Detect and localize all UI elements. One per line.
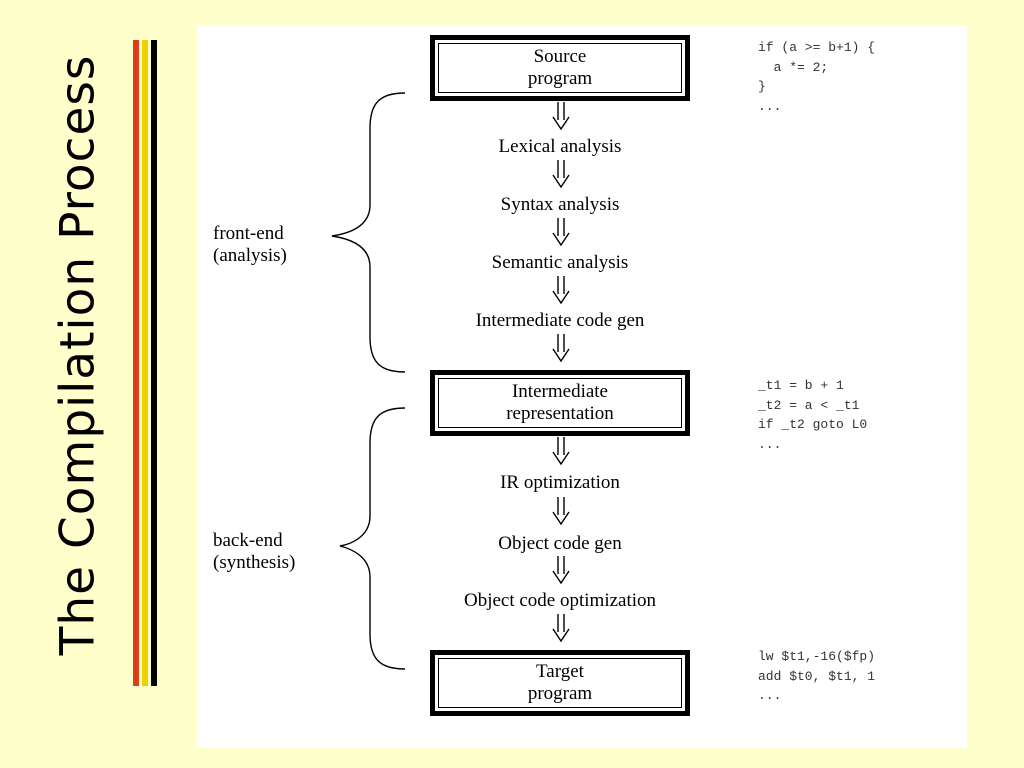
step-syntax-analysis: Syntax analysis [500, 194, 620, 215]
code-line: } [758, 79, 766, 94]
box-label-line2: representation [506, 403, 614, 424]
double-down-arrow-icon [552, 218, 570, 247]
box-label-line1: Intermediate [511, 381, 608, 402]
accent-stripe-yellow [142, 40, 148, 686]
front-end-label-line2: (analysis) [213, 245, 287, 266]
double-down-arrow-icon [552, 160, 570, 189]
target-program-box: Target program [430, 650, 690, 716]
double-down-arrow-icon [552, 556, 570, 585]
front-end-label-line1: front-end [213, 223, 284, 244]
step-ir-optimization: IR optimization [500, 472, 620, 493]
box-label-line2: program [527, 683, 593, 704]
box-label-line1: Target [536, 661, 584, 682]
accent-stripe-black [151, 40, 157, 686]
step-intermediate-code-gen: Intermediate code gen [475, 310, 645, 331]
code-line: _t2 = a < _t1 [758, 397, 860, 413]
code-line: add $t0, $t1, 1 [758, 668, 876, 684]
step-semantic-analysis: Semantic analysis [491, 252, 629, 273]
double-down-arrow-icon [552, 334, 570, 363]
code-line: a *= 2; [758, 59, 829, 75]
intermediate-representation-box: Intermediate representation [430, 370, 690, 436]
source-program-box: Source program [430, 35, 690, 101]
back-end-brace [339, 407, 406, 670]
box-label-line1: Source [533, 46, 587, 67]
double-down-arrow-icon [552, 497, 570, 526]
code-line: ... [758, 688, 782, 703]
back-end-label-line1: back-end [213, 530, 283, 551]
accent-stripe-red [133, 40, 139, 686]
code-line: if (a >= b+1) { [758, 40, 876, 55]
back-end-label: back-end (synthesis) [213, 530, 295, 574]
double-down-arrow-icon [552, 102, 570, 131]
front-end-brace [331, 92, 406, 373]
code-line: _t1 = b + 1 [758, 378, 844, 393]
code-line: ... [758, 98, 782, 114]
code-line: ... [758, 436, 782, 452]
double-down-arrow-icon [552, 614, 570, 643]
front-end-label: front-end (analysis) [213, 223, 287, 267]
box-label-line2: program [527, 68, 593, 89]
step-object-code-optimization: Object code optimization [463, 590, 657, 611]
step-lexical-analysis: Lexical analysis [498, 136, 622, 157]
double-down-arrow-icon [552, 276, 570, 305]
source-code-sample: if (a >= b+1) { a *= 2;}... [758, 38, 875, 116]
code-line: if _t2 goto L0 [758, 417, 868, 432]
code-line: lw $t1,-16($fp) [758, 649, 876, 664]
target-code-sample: lw $t1,-16($fp) add $t0, $t1, 1... [758, 647, 875, 706]
back-end-label-line2: (synthesis) [213, 552, 296, 573]
step-object-code-gen: Object code gen [498, 533, 622, 554]
double-down-arrow-icon [552, 437, 570, 466]
